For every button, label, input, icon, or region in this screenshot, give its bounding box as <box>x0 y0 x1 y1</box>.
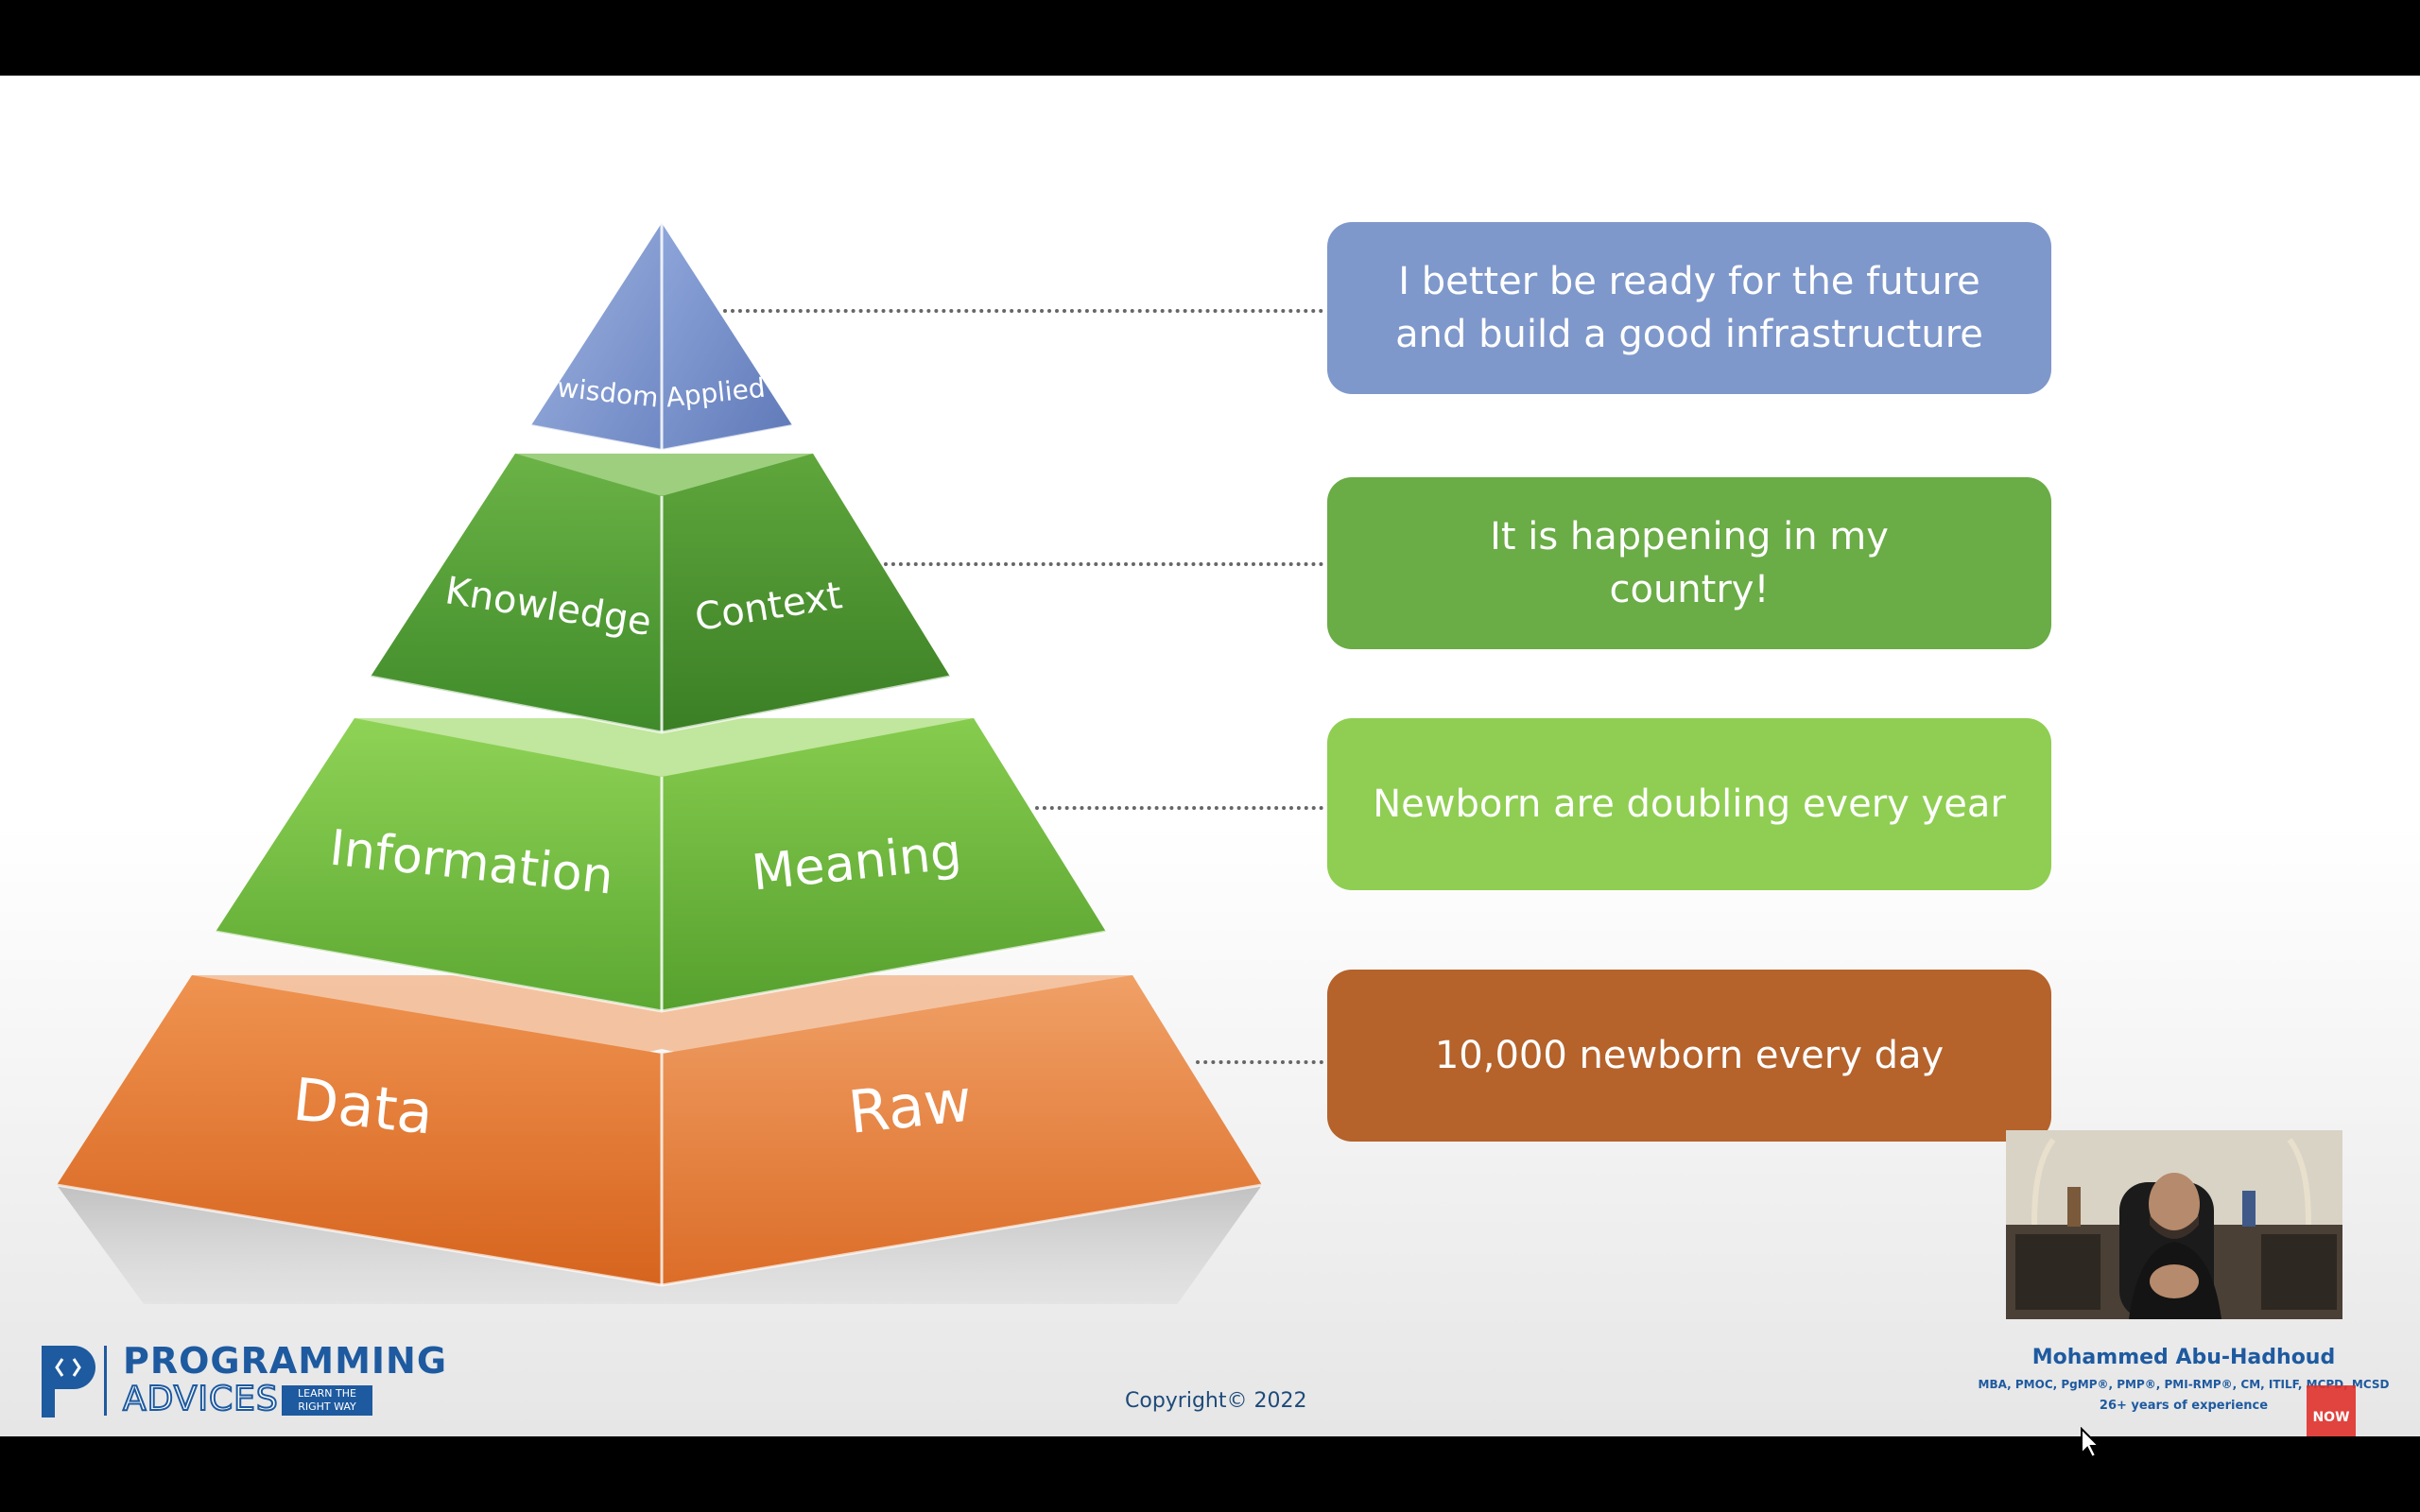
presenter-name: Mohammed Abu-Hadhoud <box>2031 1346 2336 1369</box>
label-data: Data <box>290 1065 437 1148</box>
information-example-box: Newborn are doubling every year <box>1327 718 2051 890</box>
logo-subtitle: ADVICES <box>122 1380 279 1418</box>
wisdom-example-box: I better be ready for the future and bui… <box>1327 222 2051 394</box>
connector-knowledge <box>884 562 1323 566</box>
data-example-box: 10,000 newborn every day <box>1327 970 2051 1142</box>
label-raw: Raw <box>845 1066 975 1147</box>
copyright-text: Copyright© 2022 <box>1125 1389 1307 1413</box>
logo-tagline: LEARN THE RIGHT WAY <box>282 1385 372 1416</box>
subscribe-label: NOW <box>2312 1410 2350 1425</box>
tier-wisdom-left <box>531 223 662 450</box>
tier-wisdom-right <box>662 223 792 450</box>
presenter-credentials: MBA, PMOC, PgMP®, PMP®, PMI-RMP®, CM, IT… <box>1978 1378 2390 1391</box>
connector-wisdom <box>723 309 1323 313</box>
tier-data-left <box>57 975 662 1285</box>
tier-knowledge-left <box>371 454 662 732</box>
logo-p-icon <box>42 1346 95 1418</box>
presentation-slide: wisdom Applied Knowledge Context Informa… <box>0 76 2420 1436</box>
programming-advices-logo: PROGRAMMING ADVICES LEARN THE RIGHT WAY <box>38 1342 446 1427</box>
presenter-experience: 26+ years of experience <box>2099 1399 2269 1413</box>
presenter-webcam <box>2006 1130 2342 1319</box>
tier-knowledge-right <box>662 454 950 732</box>
knowledge-example-box: It is happening in my country! <box>1327 477 2051 649</box>
pyramid-shadow <box>57 1185 1262 1304</box>
mouse-cursor-icon <box>2081 1427 2101 1459</box>
webcam-scene <box>2006 1130 2342 1319</box>
connector-data <box>1196 1060 1323 1064</box>
tier-information-right <box>662 718 1106 1011</box>
logo-divider <box>104 1346 107 1416</box>
connector-information <box>1035 806 1323 810</box>
tier-data-right <box>662 975 1262 1285</box>
dikw-pyramid: wisdom Applied Knowledge Context Informa… <box>56 223 1263 1304</box>
subscribe-badge-icon <box>2307 1385 2356 1436</box>
tier-information-left <box>216 718 662 1011</box>
subscribe-button[interactable]: NOW <box>2307 1385 2356 1436</box>
logo-name: PROGRAMMING <box>123 1340 448 1382</box>
